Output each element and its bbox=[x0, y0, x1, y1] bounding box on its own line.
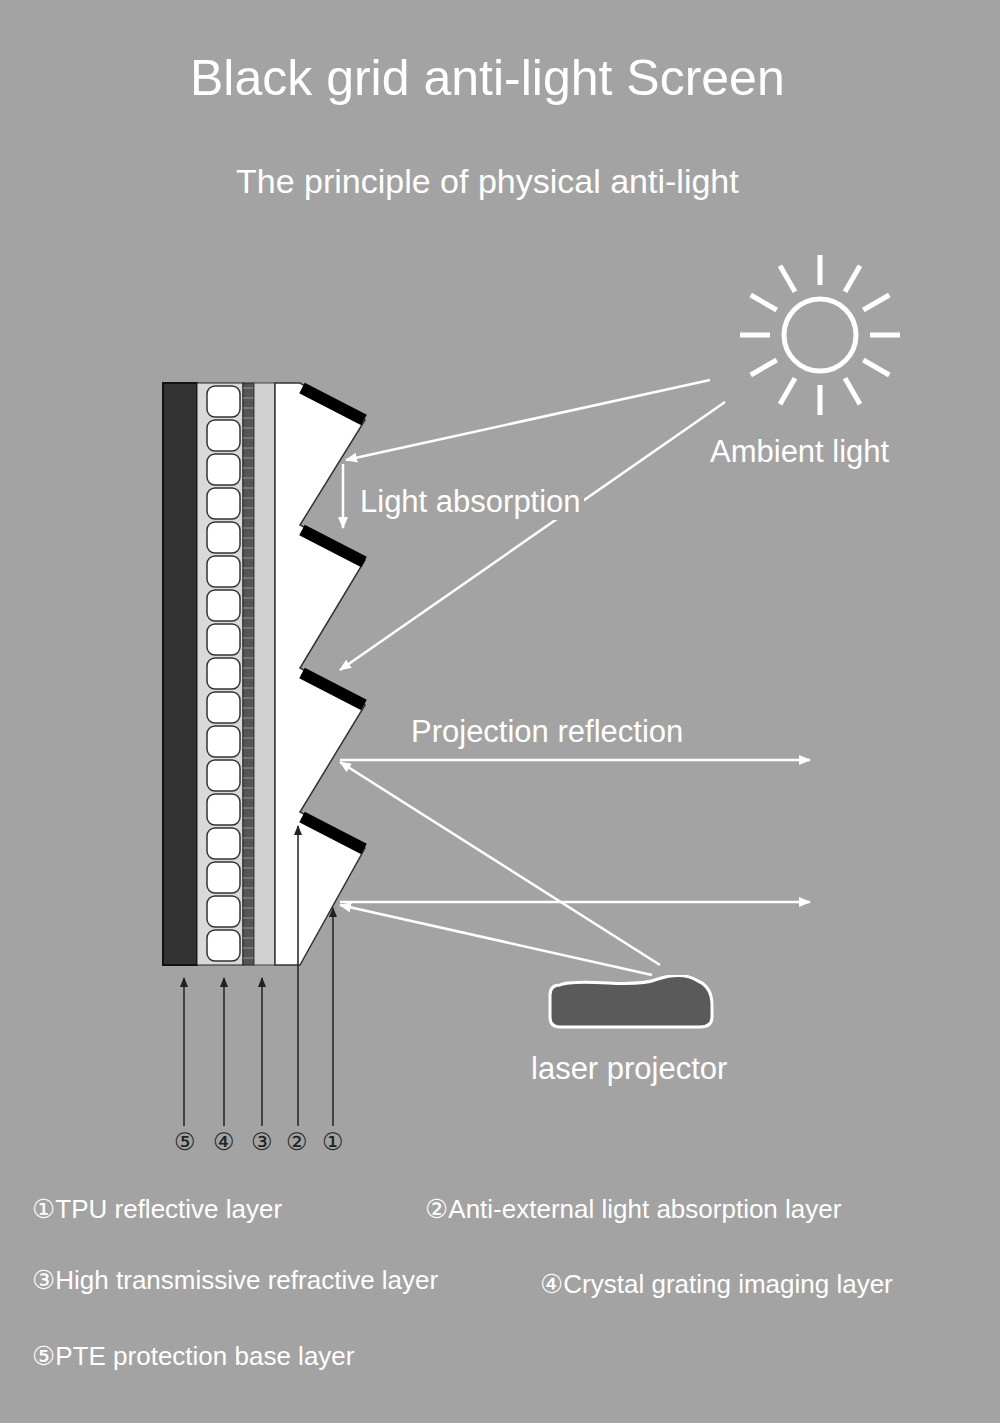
legend-text: ④Crystal grating imaging layer bbox=[540, 1270, 893, 1300]
projector-shape bbox=[548, 975, 715, 1030]
subtitle: The principle of physical anti-light bbox=[236, 162, 739, 201]
callout-number: ① bbox=[322, 1128, 344, 1156]
projector: laser projector bbox=[548, 975, 715, 1030]
title: Black grid anti-light Screen bbox=[190, 50, 785, 108]
legend-text: ③High transmissive refractive layer bbox=[32, 1266, 438, 1296]
callout-number: ③ bbox=[251, 1128, 273, 1156]
light-label: Projection reflection bbox=[408, 714, 686, 750]
light-label: Ambient light bbox=[710, 434, 889, 470]
node-label: laser projector bbox=[531, 1051, 727, 1087]
legend-text: ②Anti-external light absorption layer bbox=[425, 1195, 841, 1225]
callout-number: ② bbox=[286, 1128, 308, 1156]
legend-text: ①TPU reflective layer bbox=[32, 1195, 282, 1225]
callout-number: ④ bbox=[213, 1128, 235, 1156]
callout-number: ⑤ bbox=[174, 1128, 196, 1156]
light-label: Light absorption bbox=[357, 484, 584, 520]
legend-text: ⑤PTE protection base layer bbox=[32, 1342, 354, 1372]
